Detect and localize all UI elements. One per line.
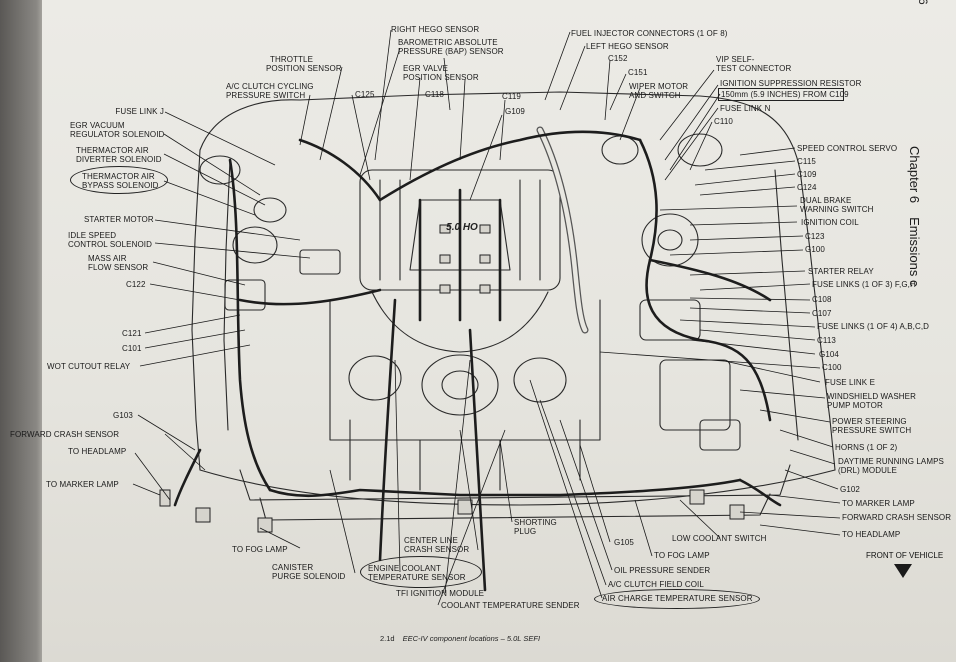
label-fuse-links-fgh: FUSE LINKS (1 OF 3) F,G,H bbox=[812, 280, 916, 289]
label-c115: C115 bbox=[797, 157, 816, 166]
label-to-fog-lamp-right: TO FOG LAMP bbox=[654, 551, 710, 560]
front-of-vehicle-label: FRONT OF VEHICLE bbox=[866, 551, 944, 560]
label-c118: C118 bbox=[425, 90, 444, 99]
label-c101: C101 bbox=[122, 344, 142, 353]
label-coolant-temperature-sender: COOLANT TEMPERATURE SENDER bbox=[441, 601, 580, 610]
label-c113: C113 bbox=[817, 336, 836, 345]
page-number: 6 bbox=[916, 0, 930, 5]
label-c121: C121 bbox=[122, 329, 142, 338]
label-to-marker-lamp-right: TO MARKER LAMP bbox=[842, 499, 915, 508]
label-c110: C110 bbox=[714, 117, 733, 126]
label-c100: C100 bbox=[822, 363, 842, 372]
dimension-box bbox=[718, 88, 844, 101]
label-c108: C108 bbox=[812, 295, 832, 304]
binding-shadow bbox=[0, 0, 46, 662]
label-forward-crash-sensor-right: FORWARD CRASH SENSOR bbox=[842, 513, 952, 522]
label-g103: G103 bbox=[113, 411, 133, 420]
paper-sheet bbox=[42, 0, 956, 662]
label-ac-clutch-field-coil: A/C CLUTCH FIELD COIL bbox=[608, 580, 704, 589]
label-c107: C107 bbox=[812, 309, 832, 318]
label-ignition-suppression-dimension: 150mm (5.9 INCHES) FROM C109 bbox=[721, 90, 849, 99]
label-to-headlamp-right: TO HEADLAMP bbox=[842, 530, 901, 539]
label-c152: C152 bbox=[608, 54, 628, 63]
label-air-charge-temperature-sensor: AIR CHARGE TEMPERATURE SENSOR bbox=[602, 594, 753, 603]
label-c125: C125 bbox=[355, 90, 375, 99]
chapter-label: Chapter 6 bbox=[907, 146, 922, 204]
label-fuse-link-n: FUSE LINK N bbox=[720, 104, 771, 113]
highlight-oval-bypass bbox=[70, 166, 168, 194]
section-label: Emissions c bbox=[907, 217, 922, 287]
label-c123: C123 bbox=[805, 232, 825, 241]
label-horns: HORNS (1 OF 2) bbox=[835, 443, 898, 452]
label-tfi-ignition-module: TFI IGNITION MODULE bbox=[396, 589, 485, 598]
label-c109: C109 bbox=[797, 170, 817, 179]
label-left-hego-sensor: LEFT HEGO SENSOR bbox=[586, 42, 669, 51]
label-fuse-link-e: FUSE LINK E bbox=[825, 378, 876, 387]
label-to-fog-lamp-left: TO FOG LAMP bbox=[232, 545, 288, 554]
label-g109: G109 bbox=[505, 107, 525, 116]
label-g104: G104 bbox=[819, 350, 839, 359]
highlight-oval-ect bbox=[360, 556, 482, 588]
label-g105: G105 bbox=[614, 538, 634, 547]
label-c124: C124 bbox=[797, 183, 817, 192]
label-c119: C119 bbox=[502, 92, 521, 101]
label-right-hego-sensor: RIGHT HEGO SENSOR bbox=[391, 25, 480, 34]
label-wot-cutout-relay: WOT CUTOUT RELAY bbox=[47, 362, 131, 371]
label-g102: G102 bbox=[840, 485, 860, 494]
label-starter-relay: STARTER RELAY bbox=[808, 267, 874, 276]
label-forward-crash-sensor-left: FORWARD CRASH SENSOR bbox=[10, 430, 120, 439]
label-oil-pressure-sender: OIL PRESSURE SENDER bbox=[614, 566, 711, 575]
label-drl-module: DAYTIME RUNNING LAMPS(DRL) MODULE bbox=[838, 457, 944, 475]
label-fuse-links-abcd: FUSE LINKS (1 OF 4) A,B,C,D bbox=[817, 322, 930, 331]
figure-number: 2.1d bbox=[380, 634, 395, 643]
label-c151: C151 bbox=[628, 68, 648, 77]
label-ignition-coil: IGNITION COIL bbox=[801, 218, 859, 227]
label-g100: G100 bbox=[805, 245, 825, 254]
chapter-side-title: Chapter 6 Emissions c bbox=[907, 146, 922, 300]
figure-caption-text: EEC-IV component locations – 5.0L SEFI bbox=[402, 634, 541, 643]
label-fuse-link-j: FUSE LINK J bbox=[115, 107, 164, 116]
label-low-coolant-switch: LOW COOLANT SWITCH bbox=[672, 534, 767, 543]
label-starter-motor: STARTER MOTOR bbox=[84, 215, 154, 224]
label-to-headlamp-left: TO HEADLAMP bbox=[68, 447, 127, 456]
front-arrow-icon bbox=[894, 564, 912, 578]
label-fuel-injector-connectors: FUEL INJECTOR CONNECTORS (1 OF 8) bbox=[571, 29, 728, 38]
label-c122: C122 bbox=[126, 280, 146, 289]
engine-marking-text: 5.0 HO bbox=[446, 222, 478, 233]
label-speed-control-servo: SPEED CONTROL SERVO bbox=[797, 144, 898, 153]
highlight-oval-act bbox=[594, 589, 760, 609]
label-to-marker-lamp-left: TO MARKER LAMP bbox=[46, 480, 119, 489]
label-ignition-suppression-resistor: IGNITION SUPPRESSION RESISTOR bbox=[720, 79, 862, 88]
label-vip-self-test-connector: VIP SELF-TEST CONNECTOR bbox=[716, 55, 792, 73]
figure-caption: 2.1d EEC-IV component locations – 5.0L SE… bbox=[380, 634, 540, 643]
